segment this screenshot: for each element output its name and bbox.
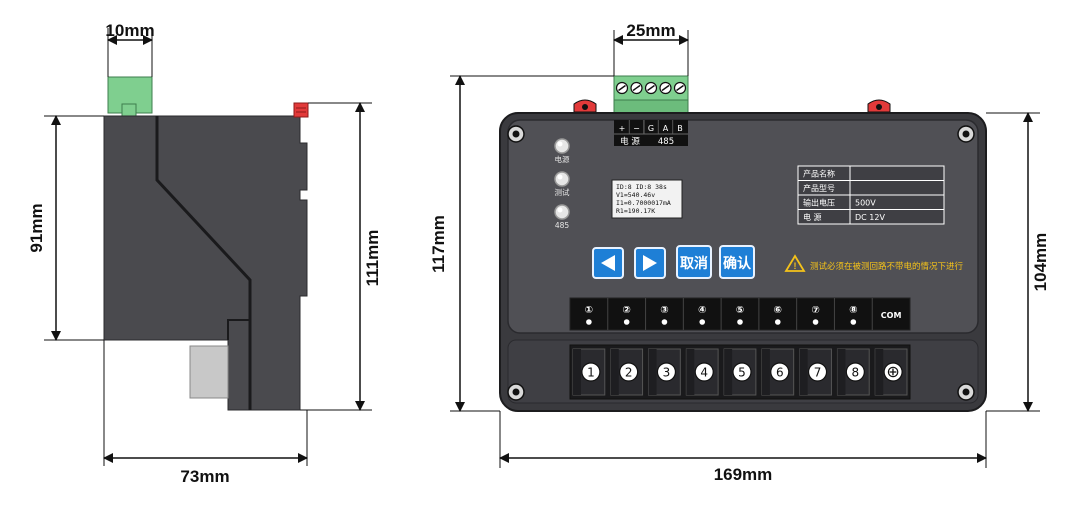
terminal-screw-icon — [644, 81, 658, 95]
channel-label: COM — [881, 311, 902, 320]
lcd-line-4: R1=190.17K — [616, 207, 655, 215]
channel-label: ⑧ — [849, 305, 857, 316]
confirm-button[interactable]: 确认 — [719, 245, 755, 279]
indicator-label: 电源 — [555, 154, 570, 164]
lcd-display: ID:8 ID:8 38s V1=540.46v I1=0.7000017mA … — [611, 179, 683, 219]
screw-terminal: 7 — [799, 348, 832, 396]
side-bottom-terminal — [189, 345, 229, 399]
warning-notice: ! 测试必须在被测回路不带电的情况下进行 — [784, 254, 964, 272]
channel-label: ⑤ — [736, 305, 744, 316]
rs485-terminal-block — [613, 75, 689, 115]
screw-label: 6 — [776, 366, 784, 380]
screw-terminal: 4 — [685, 348, 719, 396]
confirm-button-label: 确认 — [723, 255, 752, 272]
spec-value: DC 12V — [855, 213, 885, 222]
dim-91mm: 91mm — [27, 203, 46, 252]
terminal-screw-icon — [630, 81, 643, 95]
screw-label: ⊕ — [886, 362, 899, 381]
channel-led — [737, 319, 743, 325]
dim-25mm: 25mm — [626, 21, 675, 40]
indicator-led: 电源 — [554, 138, 570, 164]
channel-label: ② — [622, 305, 630, 316]
spec-label: 电 源 — [803, 212, 822, 222]
indicator-label: 测试 — [555, 187, 570, 197]
dim-73mm: 73mm — [180, 467, 229, 486]
channel-led — [623, 319, 630, 325]
screw-terminal: 5 — [723, 348, 757, 396]
channel-led — [661, 319, 668, 325]
lcd-line-1: ID:8 ID:8 38s — [616, 183, 667, 191]
spec-label: 输出电压 — [803, 198, 835, 208]
channel-label: ① — [585, 305, 593, 316]
red-clip-left — [573, 99, 597, 113]
spec-value: 500V — [855, 199, 876, 208]
side-red-clip — [293, 102, 309, 118]
screw-label: 8 — [852, 366, 860, 380]
channel-label: ⑥ — [774, 305, 782, 316]
spec-label: 产品名称 — [803, 169, 835, 179]
screw-terminal: 6 — [761, 348, 795, 396]
screw-label: 5 — [738, 366, 746, 380]
screw-label: 1 — [587, 366, 595, 380]
terminal-screw-icon — [673, 81, 687, 95]
dim-104mm: 104mm — [1031, 233, 1050, 292]
indicator-led: 485 — [554, 204, 570, 230]
terminal-pin-label: A — [663, 124, 669, 133]
dim-117mm: 117mm — [429, 215, 448, 273]
terminal-pin-label: + — [619, 124, 626, 133]
indicator-led: 测试 — [554, 171, 570, 197]
dim-169mm: 169mm — [714, 465, 773, 484]
dim-111mm: 111mm — [363, 230, 382, 287]
spec-label: 产品型号 — [803, 183, 835, 193]
channel-label: ③ — [660, 305, 668, 316]
cancel-button-label: 取消 — [680, 255, 708, 272]
left-arrow-icon — [601, 255, 615, 271]
dim-10mm: 10mm — [105, 21, 154, 40]
terminal-pin-label: G — [648, 124, 654, 133]
terminal-pin-label: − — [633, 124, 640, 133]
right-arrow-button[interactable] — [634, 247, 666, 279]
indicator-label: 485 — [555, 221, 570, 230]
svg-text:!: ! — [794, 261, 797, 271]
screw-label: 3 — [663, 366, 671, 380]
terminal-pin-label: B — [677, 124, 683, 133]
channel-label: ⑦ — [811, 305, 819, 316]
side-dimensions: 10mm 91mm 111mm 73mm — [27, 21, 382, 486]
cancel-button[interactable]: 取消 — [676, 245, 712, 279]
channel-led — [774, 319, 781, 325]
lcd-line-2: V1=540.46v — [616, 191, 655, 199]
corner-screw-icon — [507, 125, 975, 401]
screw-label: 7 — [814, 366, 822, 380]
channel-led — [699, 319, 706, 325]
side-view — [103, 76, 309, 411]
screw-terminal: 2 — [610, 348, 644, 396]
channel-led — [586, 319, 592, 325]
screw-terminal: 3 — [648, 348, 681, 396]
left-arrow-button[interactable] — [592, 247, 624, 279]
channel-led — [812, 319, 819, 325]
channel-led — [850, 319, 857, 325]
terminal-label-power: 电 源 — [620, 136, 640, 147]
screw-label: 2 — [625, 366, 633, 380]
right-arrow-icon — [643, 255, 657, 271]
front-dimensions: 25mm 117mm 104mm 169mm — [429, 21, 1050, 484]
screw-terminal: ⊕ — [874, 348, 908, 396]
warning-text: 测试必须在被测回路不带电的情况下进行 — [810, 261, 964, 272]
terminal-screw-icon — [659, 81, 672, 95]
channel-label: ④ — [698, 305, 706, 316]
screw-label: 4 — [700, 366, 708, 380]
screw-terminal: 8 — [836, 348, 870, 396]
red-clip-right — [867, 99, 891, 113]
lcd-line-3: I1=0.7000017mA — [616, 199, 671, 207]
terminal-label-485: 485 — [658, 137, 674, 147]
screw-terminal: 1 — [572, 348, 606, 396]
terminal-screw-icon — [615, 81, 629, 95]
warning-triangle-icon — [784, 254, 806, 272]
terminal-label-strip: 电 源 485 — [614, 120, 688, 147]
